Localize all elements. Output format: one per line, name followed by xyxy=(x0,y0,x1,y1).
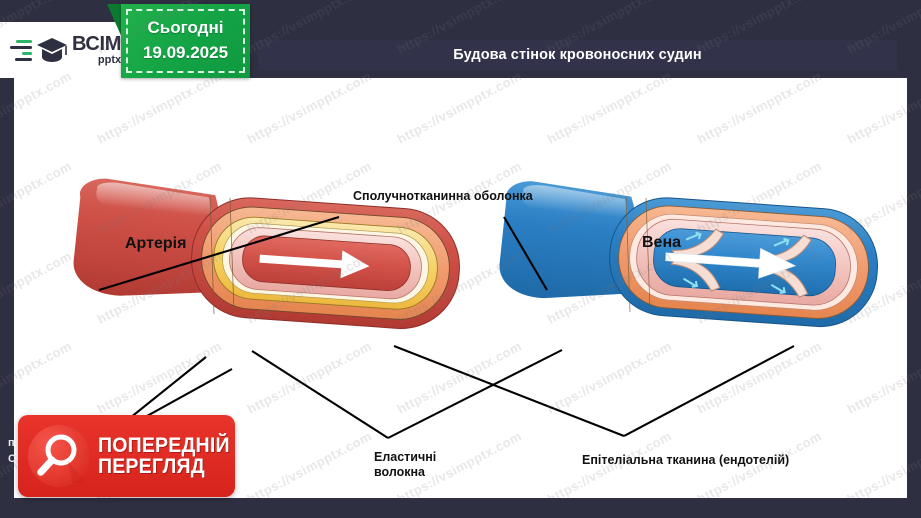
vein-label: Вена xyxy=(642,234,682,251)
bottom-partial-line-1: п xyxy=(8,437,15,449)
connective-tissue-label: Сполучнотканинна оболонка xyxy=(353,189,533,203)
bottom-bar xyxy=(0,498,921,518)
preview-badge-line-2: ПЕРЕГЛЯД xyxy=(98,455,205,478)
artery-illustration xyxy=(73,178,460,329)
preview-badge[interactable]: ПОПЕРЕДНІЙ ПЕРЕГЛЯД xyxy=(18,415,235,497)
elastic-fibers-label: Еластичні волокна xyxy=(374,450,437,480)
artery-label: Артерія xyxy=(125,235,187,252)
bottom-partial-text: п С xyxy=(8,436,58,468)
logo-main-text: ВСІМ xyxy=(72,33,122,55)
vein-valve-arrows xyxy=(683,231,790,294)
slide-title-bar: Будова стінок кровоносних судин xyxy=(258,40,897,70)
leader-lines xyxy=(98,215,795,443)
site-logo[interactable]: ВСІМ pptx xyxy=(0,22,122,78)
page-title: Будова стінок кровоносних судин xyxy=(453,47,702,63)
epithelial-tissue-label: Епітеліальна тканина (ендотелій) xyxy=(582,453,790,467)
preview-badge-line-1: ПОПЕРЕДНІЙ xyxy=(98,433,230,457)
magnifier-icon xyxy=(28,425,90,487)
vein-illustration xyxy=(499,181,879,328)
vessel-diagram: Артерія Вена Сполучнотканинна оболонка Ш… xyxy=(14,78,907,498)
date-badge-label: Сьогодні xyxy=(147,18,224,38)
vein-flow-arrow xyxy=(665,247,797,279)
speed-lines-icon xyxy=(6,39,32,61)
date-badge-value: 19.09.2025 xyxy=(142,43,229,62)
logo-sub-text: pptx xyxy=(97,54,122,66)
header-bar: ВСІМ pptx Сьогодні 19.09.2025 Будова сті… xyxy=(0,0,921,78)
graduation-cap-icon xyxy=(35,35,69,65)
bottom-partial-line-2: С xyxy=(8,452,16,465)
artery-flow-arrow xyxy=(259,250,370,279)
date-badge: Сьогодні 19.09.2025 xyxy=(121,4,250,78)
